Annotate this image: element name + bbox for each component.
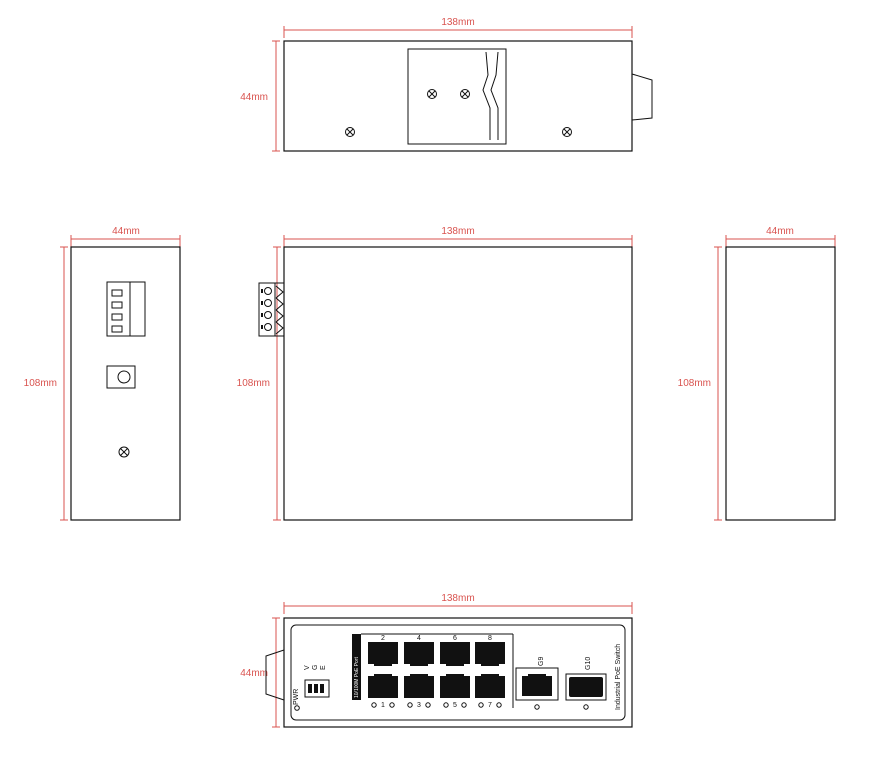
front-view-body [283,246,633,521]
left-view-body [70,246,181,521]
port-led [583,704,589,710]
uplink-rj45-frame [515,667,559,701]
front-view-width-label: 138mm [441,226,474,237]
port-number: 1 [381,702,385,709]
din-rail-clip [407,48,507,145]
top-view: 138mm 44mm [240,17,653,152]
reset-button [106,365,136,389]
screw-icon [345,127,355,137]
port-number: 7 [488,702,492,709]
rj45-port-g9 [522,674,552,696]
port-number: 4 [417,635,421,642]
port-number: 2 [381,635,385,642]
port-number: 5 [453,702,457,709]
rj45-port-6 [440,642,470,666]
front-view-height-label: 108mm [237,378,270,389]
left-view-width-label: 44mm [112,226,140,237]
right-view-body [725,246,836,521]
rj45-port-1 [368,674,398,698]
front-terminal-block [258,282,285,337]
panel-face [290,624,626,721]
port-number: 3 [417,702,421,709]
ground-screw-icon [118,446,130,458]
screw-icon [562,127,572,137]
uplink-sfp-label: G10 [585,657,592,670]
rj45-port-2 [368,642,398,666]
top-view-width-label: 138mm [441,17,474,28]
rj45-port-3 [404,674,434,698]
left-view-height-label: 108mm [24,378,57,389]
right-view: 44mm 108mm [678,226,836,521]
port-led [534,704,540,710]
top-view-body [283,40,633,152]
product-name: Industrial PoE Switch [615,644,622,710]
dip-label-g: G [312,665,319,670]
port-number: 6 [453,635,457,642]
terminal-block [106,281,146,337]
reset-button-knob [117,370,131,384]
panel-view-body [283,617,633,728]
panel-terminal-protrusion [265,649,285,701]
right-view-height-label: 108mm [678,378,711,389]
power-label: PWR [293,689,300,705]
dip-switch [304,679,330,698]
top-view-height-label: 44mm [240,92,268,103]
rj45-port-5 [440,674,470,698]
rj45-port-4 [404,642,434,666]
uplink-rj45-label: G9 [538,657,545,666]
panel-view-width-label: 138mm [441,593,474,604]
left-view: 44mm 108mm [24,226,181,521]
dip-label-e: E [320,665,327,670]
sfp-port-g10 [569,677,603,697]
port-led [496,702,502,708]
port-led [389,702,395,708]
port-led [461,702,467,708]
dip-label-v: V [304,665,311,670]
rj45-port-7 [475,674,505,698]
port-group-label: 10/100M PoE Port [354,657,360,698]
screw-icon [460,89,470,99]
port-led [371,702,377,708]
rj45-port-8 [475,642,505,666]
port-led [407,702,413,708]
right-view-width-label: 44mm [766,226,794,237]
port-led [443,702,449,708]
front-view: 138mm 108mm [237,226,633,521]
screw-icon [427,89,437,99]
power-led [294,705,300,711]
port-led [425,702,431,708]
port-group-bar [352,634,361,700]
port-number: 8 [488,635,492,642]
terminal-block-protrusion [631,73,653,121]
panel-view-height-label: 44mm [240,668,268,679]
sfp-cage-frame [565,673,607,701]
port-led [478,702,484,708]
panel-view: 138mm 44mm PWR V G E 10/100M PoE Port 2 … [240,593,633,728]
